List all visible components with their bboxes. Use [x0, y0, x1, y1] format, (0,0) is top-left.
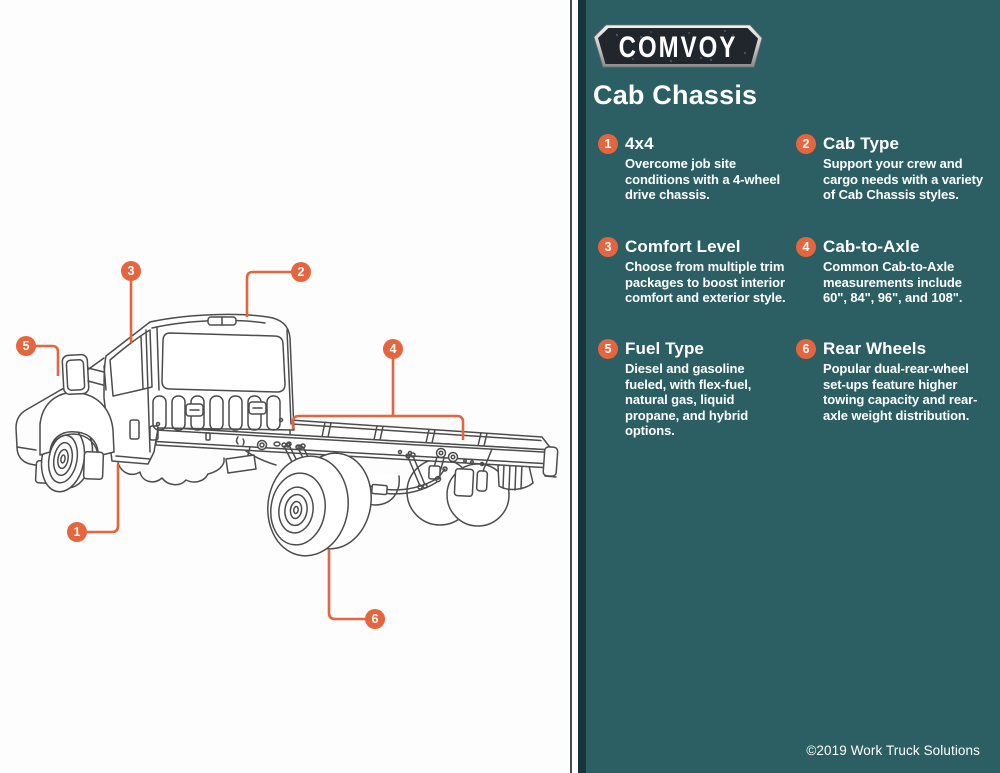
item-number-badge: 4	[796, 237, 816, 257]
divider-strip	[578, 0, 586, 773]
info-item-fuel-type: 5 Fuel Type Diesel and gasoline fueled, …	[598, 339, 825, 439]
item-title: Fuel Type	[625, 339, 704, 358]
page-title: Cab Chassis	[593, 80, 758, 110]
info-item-cab-to-axle: 4 Cab-to-Axle Common Cab-to-Axle measure…	[796, 237, 1000, 306]
info-item-comfort-level: 3 Comfort Level Choose from multiple tri…	[598, 237, 825, 306]
item-description: Popular dual-rear-wheel set-ups feature …	[823, 361, 978, 423]
item-title: Cab Type	[823, 134, 900, 153]
info-item-4x4: 1 4x4 Overcome job site conditions with …	[598, 134, 825, 203]
info-item-rear-wheels: 6 Rear Wheels Popular dual-rear-wheel se…	[796, 339, 1000, 423]
callout-6: 6	[365, 609, 385, 629]
comvoy-logo-text: COMVOY	[619, 29, 738, 63]
copyright-text: ©2019 Work Truck Solutions	[806, 743, 980, 758]
item-description: Choose from multiple trim packages to bo…	[625, 259, 786, 306]
item-description: Common Cab-to-Axle measurements include …	[823, 259, 963, 306]
callout-2: 2	[291, 262, 311, 282]
item-title: Cab-to-Axle	[823, 237, 920, 256]
truck-illustration	[15, 270, 559, 621]
callout-1: 1	[67, 522, 87, 542]
item-description: Overcome job site conditions with a 4-wh…	[625, 156, 780, 203]
callout-5: 5	[16, 336, 36, 356]
callout-4: 4	[383, 339, 403, 359]
info-panel: COMVOY Cab Chassis 1 4x4 Overcome job si…	[586, 0, 1000, 773]
item-title: Comfort Level	[625, 237, 741, 256]
item-number-badge: 3	[598, 237, 618, 257]
comvoy-logo: COMVOY	[593, 24, 763, 68]
item-description: Diesel and gasoline fueled, with flex-fu…	[625, 361, 752, 439]
item-number-badge: 6	[796, 339, 816, 359]
divider-line	[570, 0, 572, 773]
item-title: 4x4	[625, 134, 654, 153]
callout-3: 3	[121, 261, 141, 281]
item-number-badge: 1	[598, 134, 618, 154]
item-description: Support your crew and cargo needs with a…	[823, 156, 983, 203]
item-title: Rear Wheels	[823, 339, 927, 358]
diagram-area: 1 2 3 4 5 6	[15, 261, 559, 629]
item-number-badge: 5	[598, 339, 618, 359]
item-number-badge: 2	[796, 134, 816, 154]
info-item-cab-type: 2 Cab Type Support your crew and cargo n…	[796, 134, 1000, 203]
